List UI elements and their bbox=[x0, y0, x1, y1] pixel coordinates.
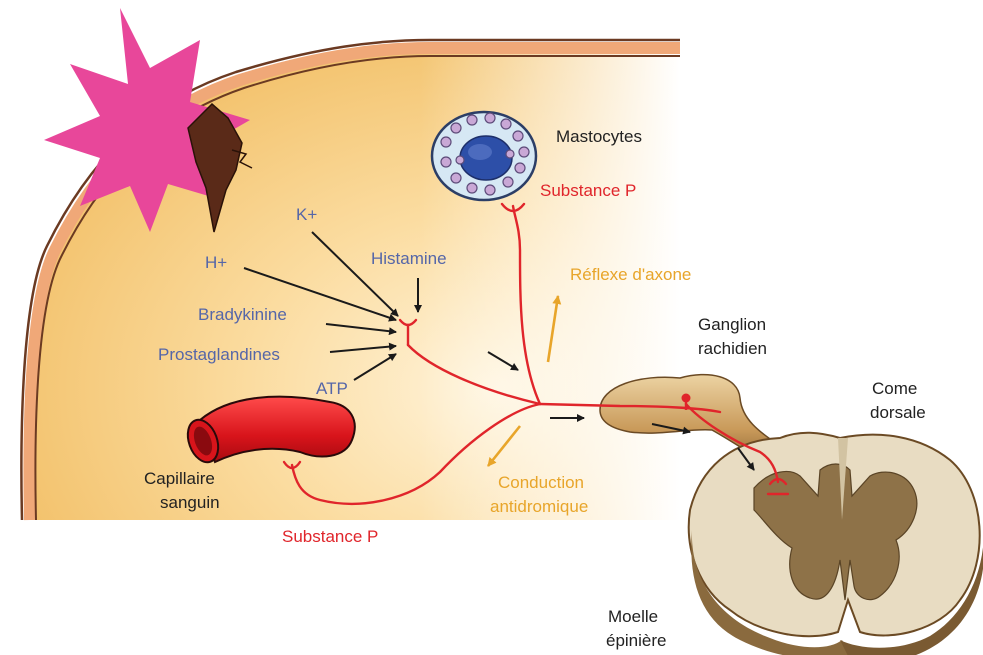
label-antidromique: antidromique bbox=[490, 497, 588, 516]
label-substance-p-bottom: Substance P bbox=[282, 527, 378, 546]
label-conduction: Conduction bbox=[498, 473, 584, 492]
label-bradykinine: Bradykinine bbox=[198, 305, 287, 324]
label-rachidien: rachidien bbox=[698, 339, 767, 358]
label-prostaglandines: Prostaglandines bbox=[158, 345, 280, 364]
label-dorsale: dorsale bbox=[870, 403, 926, 422]
label-capillaire: Capillaire bbox=[144, 469, 215, 488]
label-reflexe-axone: Réflexe d'axone bbox=[570, 265, 691, 284]
label-atp: ATP bbox=[316, 379, 348, 398]
label-substance-p-top: Substance P bbox=[540, 181, 636, 200]
label-come: Come bbox=[872, 379, 917, 398]
label-ganglion: Ganglion bbox=[698, 315, 766, 334]
label-sanguin: sanguin bbox=[160, 493, 220, 512]
spinal-cord bbox=[689, 433, 983, 655]
label-histamine: Histamine bbox=[371, 249, 447, 268]
label-h-plus: H+ bbox=[205, 253, 227, 272]
label-mastocytes: Mastocytes bbox=[556, 127, 642, 146]
label-moelle: Moelle bbox=[608, 607, 658, 626]
mast-cell bbox=[432, 112, 536, 200]
label-k-plus: K+ bbox=[296, 205, 317, 224]
label-epiniere: épinière bbox=[606, 631, 667, 650]
